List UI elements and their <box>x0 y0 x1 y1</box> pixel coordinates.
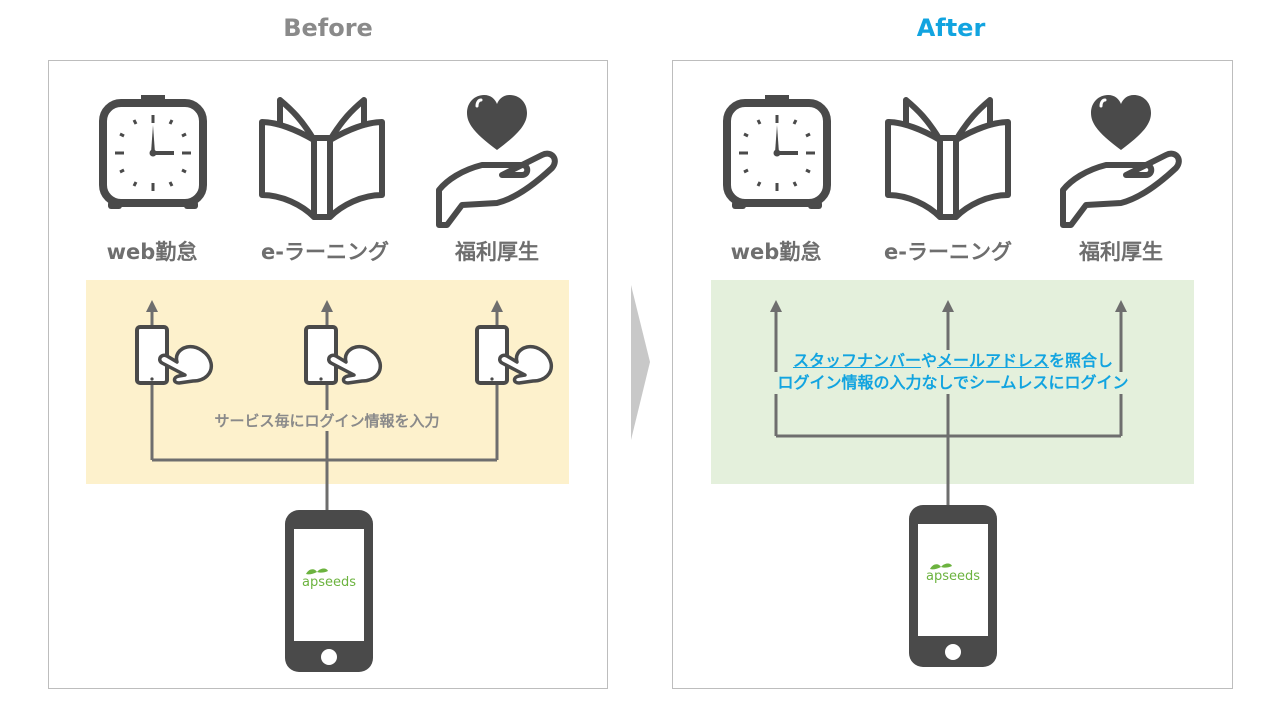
smartphone-icon <box>285 510 373 672</box>
arrow-up-icon <box>146 300 158 312</box>
after-title: After <box>916 14 986 42</box>
clock-icon <box>727 95 827 209</box>
chevron-right-icon <box>631 285 650 440</box>
clock-icon <box>103 95 203 209</box>
note-text: や <box>920 351 937 370</box>
book-icon <box>888 100 1008 217</box>
book-icon <box>262 100 382 217</box>
phone-tap-icon <box>304 325 383 385</box>
service-label-e-learning: e-ラーニング <box>884 240 1012 264</box>
service-label-web-attendance: web勤怠 <box>106 240 198 264</box>
service-label-welfare: 福利厚生 <box>455 240 539 264</box>
before-note: サービス毎にログイン情報を入力 <box>170 410 484 431</box>
service-label-e-learning: e-ラーニング <box>261 240 389 264</box>
arrow-up-icon <box>770 300 782 312</box>
arrow-up-icon <box>321 300 333 312</box>
after-connector-lines <box>774 310 1123 505</box>
after-note: スタッフナンバーやメールアドレスを照合し ログイン情報の入力なしでシームレスにロ… <box>716 350 1190 394</box>
after-note-line1: スタッフナンバーやメールアドレスを照合し <box>788 350 1118 372</box>
heart-hand-icon <box>439 95 555 225</box>
phone-tap-icon <box>475 325 554 385</box>
app-logo: apseeds <box>301 575 356 590</box>
arrow-up-icon <box>1115 300 1127 312</box>
app-logo: apseeds <box>925 569 980 584</box>
phone-tap-icon <box>135 325 214 385</box>
highlight-email: メールアドレス <box>937 351 1050 370</box>
after-note-line2: ログイン情報の入力なしでシームレスにログイン <box>773 372 1133 394</box>
highlight-staff-number: スタッフナンバー <box>792 351 921 370</box>
arrow-up-icon <box>491 300 503 312</box>
heart-hand-icon <box>1063 95 1179 225</box>
note-text: を照合し <box>1049 351 1114 370</box>
service-label-web-attendance: web勤怠 <box>730 240 822 264</box>
arrow-up-icon <box>942 300 954 312</box>
service-label-welfare: 福利厚生 <box>1079 240 1163 264</box>
smartphone-icon <box>909 505 997 667</box>
before-title: Before <box>283 14 373 42</box>
